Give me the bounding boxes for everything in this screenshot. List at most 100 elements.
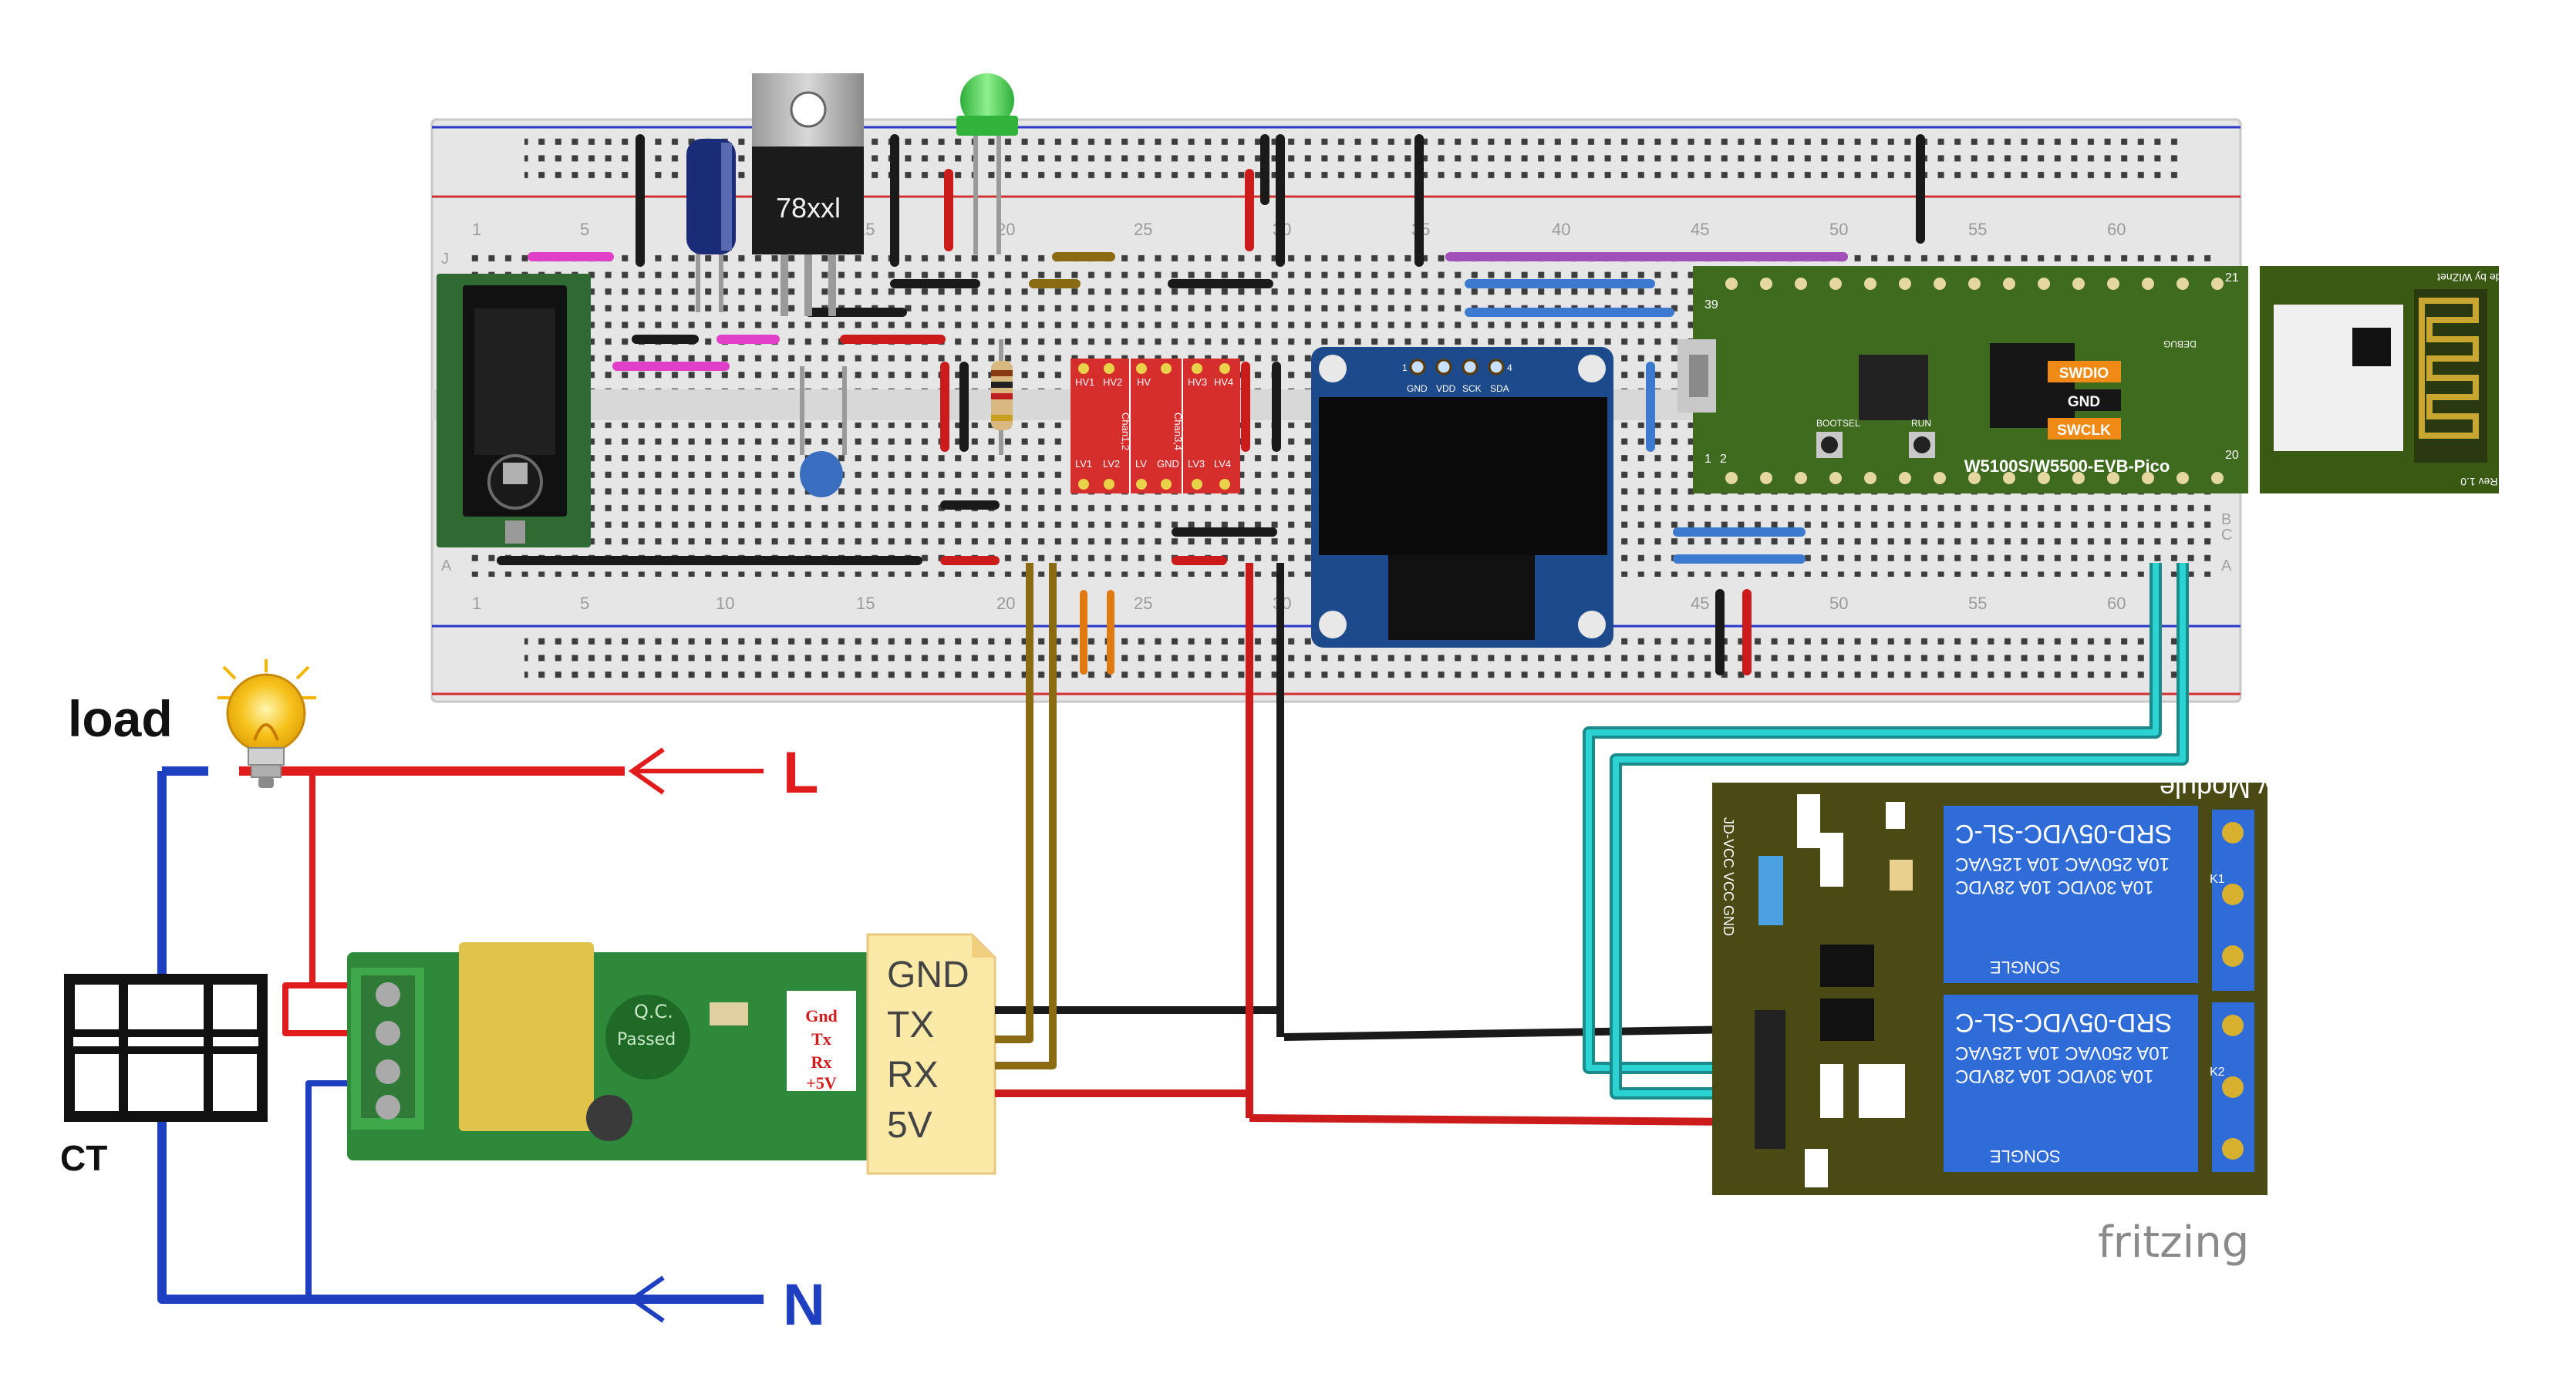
relay-signal-wires (1583, 563, 2189, 1100)
line-arrow (628, 747, 764, 795)
ls-pin: HV2 (1103, 376, 1122, 388)
electrolytic-capacitor (686, 139, 736, 312)
neutral-label: N (783, 1272, 825, 1338)
col-number: 5 (580, 594, 589, 613)
breadboard-jumpers (497, 134, 1925, 675)
green-led (956, 73, 1018, 254)
pzem-passed: Passed (617, 1030, 676, 1049)
row-letter: B (2221, 511, 2231, 528)
pico-module-rev: Rev 1.0 (2460, 476, 2497, 488)
col-number: 40 (1552, 220, 1570, 239)
ls-pin: LV3 (1188, 458, 1205, 470)
pico-pin: 20 (2225, 449, 2239, 462)
col-number: 55 (1968, 220, 1987, 239)
pzem-pin: Gnd (805, 1006, 838, 1025)
row-letters: J A C B A (441, 251, 2232, 574)
relay-brand: SONGLE (1990, 1147, 2061, 1166)
relay-brand: SONGLE (1990, 958, 2061, 977)
pico-pin: 21 (2225, 271, 2239, 285)
pzem-pin: Rx (811, 1052, 832, 1072)
col-number: 55 (1968, 594, 1987, 613)
oled-pin: VDD (1436, 383, 1456, 394)
col-number: 1 (472, 594, 481, 613)
dc-barrel-jack (437, 274, 591, 547)
col-number: 5 (580, 220, 589, 239)
ls-pin: LV4 (1214, 458, 1231, 470)
ceramic-capacitor (800, 366, 847, 497)
oled-pin: GND (1407, 383, 1428, 394)
oled-display: 1 4 GND VDD SCK SDA (1311, 347, 1613, 648)
row-letter: J (441, 251, 449, 268)
ls-pin: HV1 (1075, 376, 1094, 388)
pzem-header-5v: 5V (887, 1105, 932, 1146)
col-number: 60 (2107, 220, 2126, 239)
oled-pin-number: 1 (1402, 362, 1408, 373)
pico-swclk: SWCLK (2057, 423, 2111, 439)
pico-swdio: SWDIO (2059, 365, 2109, 382)
relay-rating: 10A 30VDC 10A 28VDC (1955, 1066, 2154, 1086)
pico-pin: 39 (1704, 298, 1718, 312)
pzem-header-rx: RX (887, 1055, 939, 1096)
line-label: L (783, 740, 818, 806)
row-letter: A (2221, 557, 2232, 574)
col-number: 10 (716, 594, 734, 613)
relay-rating: 10A 250VAC 10A 125VAC (1955, 854, 2170, 874)
pzem-header: GND TX RX 5V (866, 933, 996, 1175)
relay-module: 2 Relay Module JD-VCC VCC GND SRD-05VDC-… (1712, 773, 2352, 1195)
col-number: 45 (1691, 220, 1709, 239)
pzem-header-tx: TX (887, 1005, 934, 1046)
load-label: load (68, 690, 173, 747)
current-transformer (64, 974, 268, 1122)
pzem-pin: +5V (806, 1073, 837, 1093)
oled-pin-number: 4 (1507, 362, 1512, 373)
col-number: 25 (1134, 220, 1152, 239)
pico-module-brand: Made by WIZnet (2437, 271, 2517, 284)
col-number: 15 (856, 594, 875, 613)
resistor (991, 339, 1013, 455)
relay-rating: 10A 30VDC 10A 28VDC (1955, 877, 2154, 897)
col-number: 50 (1829, 220, 1848, 239)
col-number: 45 (1691, 594, 1709, 613)
relay-k1: K1 (2210, 873, 2225, 886)
row-letter: C (2221, 527, 2232, 544)
pico-gnd: GND (2068, 394, 2100, 410)
voltage-regulator: 78xxl (752, 73, 864, 316)
oled-pin: SDA (1490, 383, 1509, 394)
ls-pin: HV3 (1188, 376, 1207, 388)
pzem-qc: Q.C. (634, 1001, 673, 1022)
pico-pin: 1 (1704, 453, 1711, 466)
pico-pin: 2 (1720, 453, 1727, 466)
col-number: 20 (996, 594, 1015, 613)
oled-pin: SCK (1462, 383, 1482, 394)
level-shifter: HV1 HV2 HV HV3 HV4 LV1 LV2 LV GND LV3 LV… (1071, 359, 1240, 493)
ct-label: CT (60, 1138, 107, 1178)
light-bulb-icon (217, 659, 316, 788)
ls-pin: HV (1137, 376, 1151, 388)
ls-chan-left: Chan1,2 (1120, 413, 1131, 450)
fritzing-brand: fritzing (2098, 1217, 2249, 1268)
relay-rating: 10A 250VAC 10A 125VAC (1955, 1042, 2170, 1063)
regulator-label: 78xxl (776, 192, 841, 224)
pico-bootsel: BOOTSEL (1816, 418, 1860, 429)
pzem-header-gnd: GND (887, 955, 969, 995)
ls-pin: LV1 (1075, 458, 1092, 470)
pico-debug: DEBUG (2163, 338, 2197, 349)
relay-title: 2 Relay Module (2160, 773, 2352, 804)
relay-k2: K2 (2210, 1066, 2225, 1079)
mains-wiring (157, 766, 764, 1304)
ls-pin: HV4 (1214, 376, 1233, 388)
col-number: 25 (1134, 594, 1152, 613)
col-number: 60 (2107, 594, 2126, 613)
pico-run: RUN (1911, 418, 1931, 429)
neutral-arrow (628, 1275, 665, 1323)
pico-board: BOOTSEL RUN SWDIO GND SWCLK DEBUG W5100S… (1677, 266, 2517, 493)
pzem-pin: Tx (811, 1029, 831, 1049)
relay-model: SRD-05VDC-SL-C (1955, 819, 2173, 848)
ls-pin: LV (1135, 458, 1147, 470)
pzem-wires (995, 563, 1740, 1126)
relay-model: SRD-05VDC-SL-C (1955, 1008, 2173, 1037)
col-number: 50 (1829, 594, 1848, 613)
ls-chan-right: Chan3,4 (1172, 413, 1184, 450)
pzem-module: Q.C. Passed Gnd Tx Rx +5V (347, 942, 872, 1160)
relay-jumper: JD-VCC VCC GND (1721, 817, 1736, 936)
